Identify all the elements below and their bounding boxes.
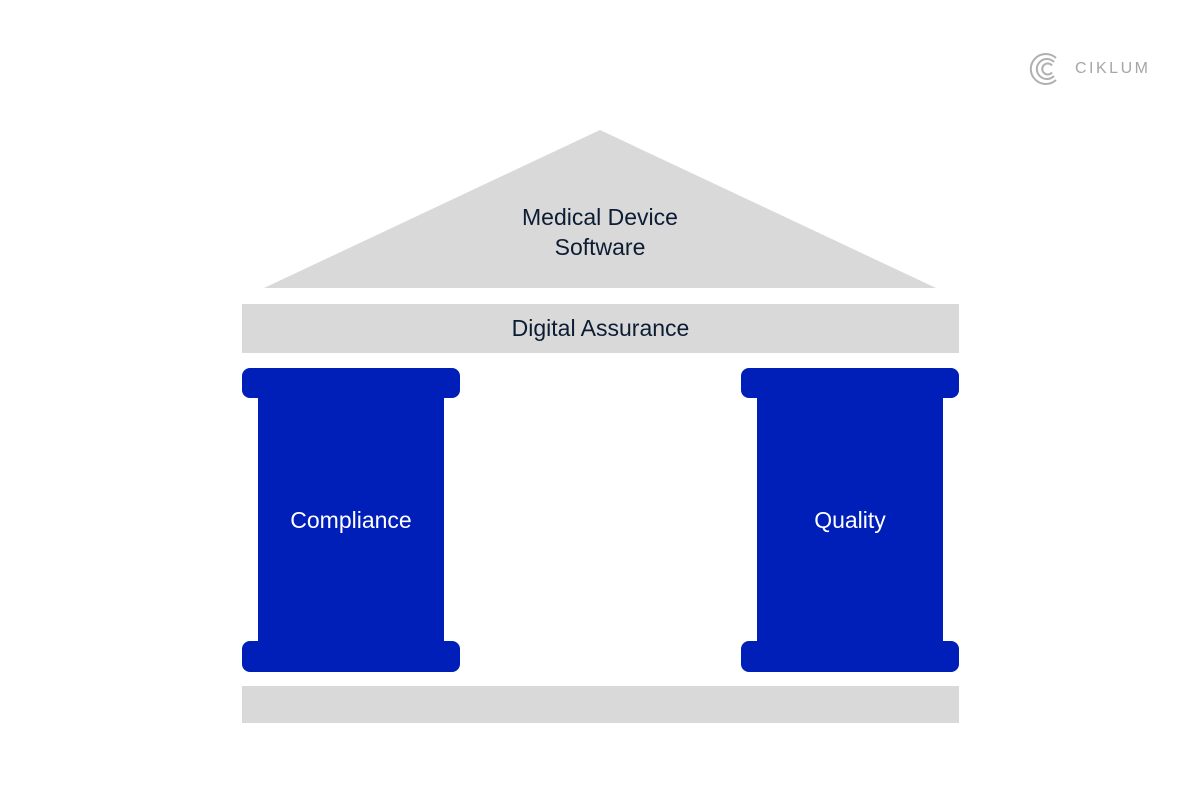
pillar-quality: Quality [741,368,959,672]
beam-digital-assurance: Digital Assurance [242,304,959,353]
pillar-label: Compliance [290,506,412,533]
pillar-shaft: Compliance [258,388,444,652]
ciklum-c-icon [1029,53,1057,85]
pillar-compliance: Compliance [242,368,460,672]
beam-label: Digital Assurance [511,315,690,341]
roof-triangle [264,130,936,288]
pillar-label: Quality [814,506,886,533]
roof-label-line2: Software [554,234,646,260]
ciklum-logo: CIKLUM [1029,50,1150,88]
pillar-base [741,641,959,672]
pillar-base [242,641,460,672]
foundation [242,686,959,723]
roof-label-line1: Medical Device [522,204,678,230]
pillar-shaft: Quality [757,388,943,652]
roof-label: Medical Device Software [400,202,800,262]
logo-text: CIKLUM [1075,60,1151,77]
